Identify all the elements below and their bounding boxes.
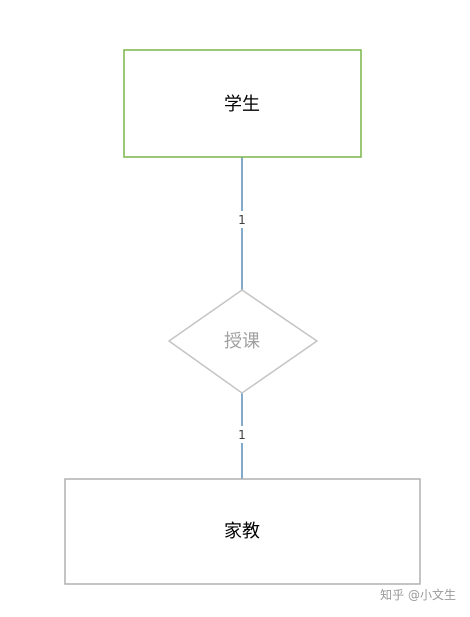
- cardinality-tutor-bg: [234, 426, 250, 443]
- entity-student-box: [123, 49, 362, 158]
- cardinality-student-bg: [234, 211, 250, 228]
- cardinality-student: 1: [238, 213, 246, 227]
- entity-tutor-label: 家教: [224, 521, 260, 542]
- cardinality-tutor: 1: [238, 428, 246, 442]
- watermark-text: 知乎 @小文生: [380, 588, 456, 602]
- relationship-diamond: [167, 289, 319, 394]
- entity-student-label: 学生: [224, 94, 260, 115]
- entity-tutor-box: [64, 478, 421, 585]
- relationship-label: 授课: [224, 331, 260, 352]
